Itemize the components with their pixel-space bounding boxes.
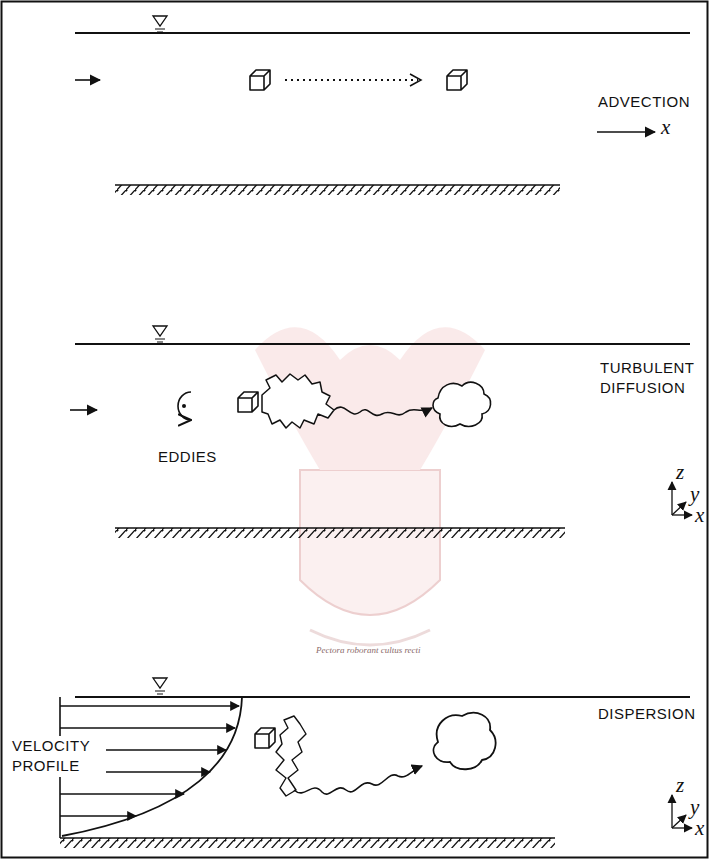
turbulent-diffusion-panel [70, 326, 692, 538]
axis-label: y [690, 797, 699, 818]
process-label: ADVECTION [598, 92, 690, 112]
eddy-label: EDDIES [158, 447, 217, 467]
watermark-crest [255, 327, 485, 645]
axis-label: x [695, 818, 704, 839]
axis-label: z [676, 462, 684, 483]
process-label: DISPERSION [598, 704, 696, 724]
advection-panel [75, 16, 690, 195]
dispersion-panel [60, 678, 692, 848]
axis-label: x [695, 505, 704, 526]
profile-label: VELOCITY PROFILE [10, 736, 106, 777]
axis-label: y [690, 484, 699, 505]
axis-label: x [661, 117, 670, 138]
process-label: TURBULENT DIFFUSION [600, 358, 705, 399]
axis-label: z [676, 775, 684, 796]
watermark-motto: Pectora roborant cultus recti [316, 644, 421, 656]
